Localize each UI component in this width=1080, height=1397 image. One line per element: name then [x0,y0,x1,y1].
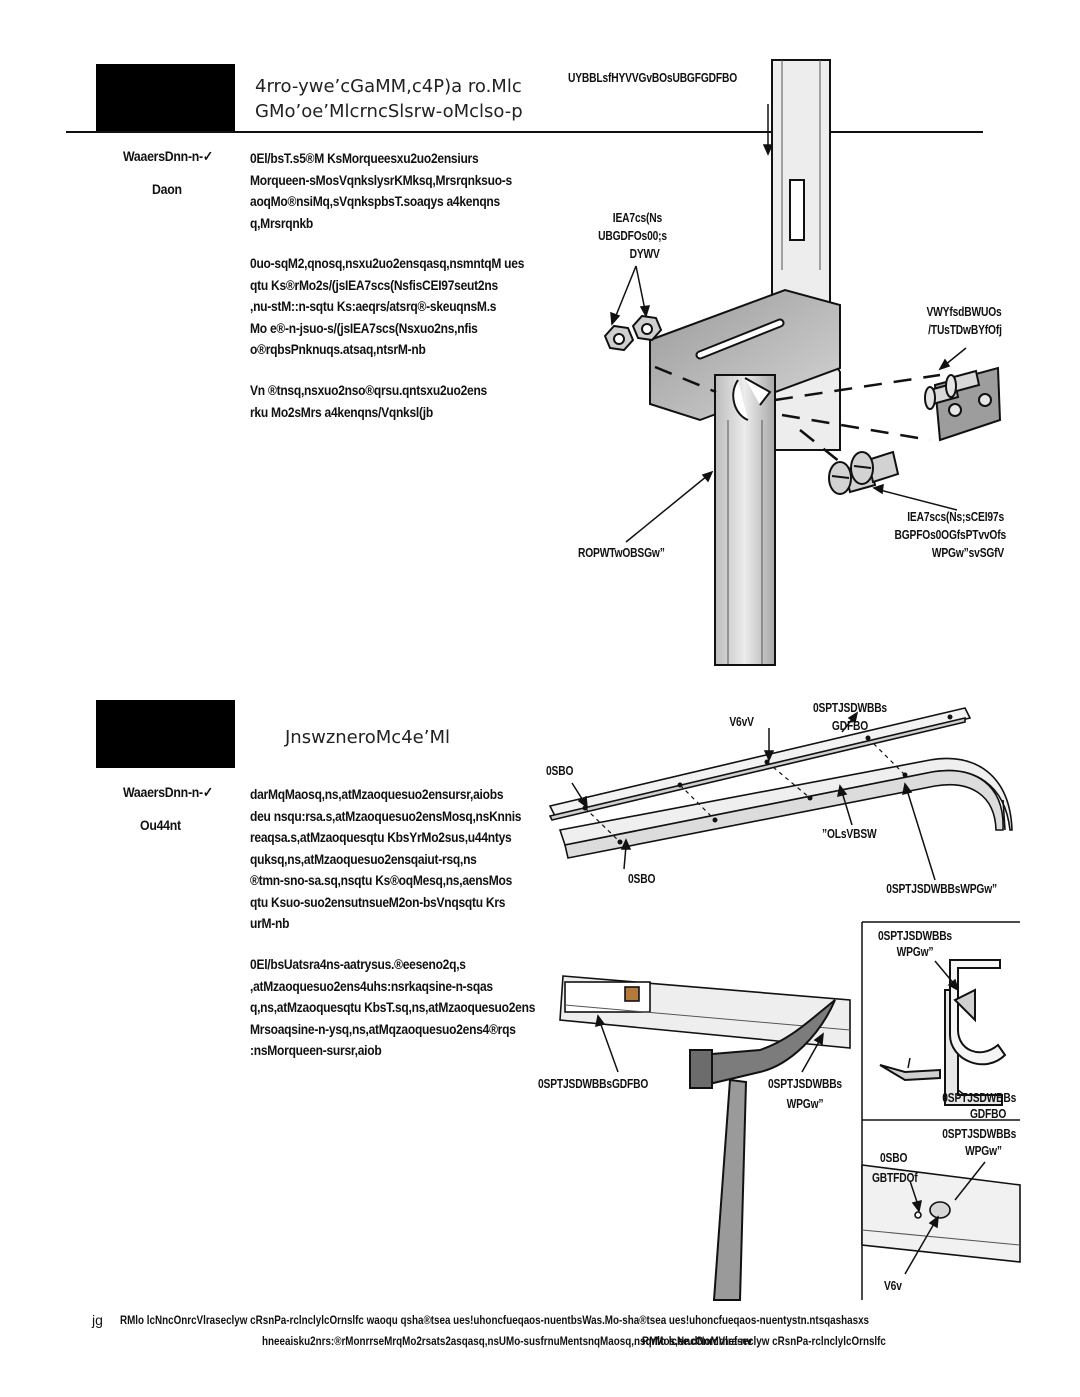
label-inset-low-2: WPGw” [965,1144,1002,1158]
step2-tools-heading: WaaersDnn-n-✓ [123,784,213,800]
text-line: q,ns,atMzaoquesqtu KbsT.sq,ns,atMzaoques… [250,999,536,1015]
text-line: qtu Ksuo-suo2ensutnsueM2on-bsVnqsqtu Krs [250,893,506,910]
step2-leader-lines [571,711,936,881]
text-line: q,Mrsrqnkb [250,214,313,231]
label-carriage-3: WPGw”svSGfV [931,546,1004,560]
label-inset-top-2: WPGw” [896,945,934,959]
step2-dashed-lines [584,737,906,843]
text-line: Vn ®tnsq,nsxuo2nso®qrsu.qntsxu2uo2ens [250,382,487,398]
hammer [689,999,836,1301]
step1-paragraph1: 0El/bsT.s5®M KsMorqueesxu2uo2ensiurs Mor… [250,148,555,234]
text-line: darMqMaosq,ns,atMzaoquesuo2ensursr,aiobs [250,786,504,802]
label-inset-mid-2: GDFBO [969,1107,1006,1121]
text-line: aoqMo®nsiMq,sVqnkspbsT.soaqys a4kenqns [250,193,500,209]
label-hammer-track-1: 0SPTJSDWBBs [768,1077,842,1091]
label-inset-tab: V6v [884,1279,902,1293]
horizontal-angle [548,707,972,821]
label-inset-mid-1: 0SPTJSDWBBs [942,1091,1016,1105]
text-line: deu nsqu:rsa.s,atMzaoquesuo2ensMosq,nsKn… [250,807,522,824]
label-hex-nut-3: DYWV [629,247,660,261]
text-line: quksq,ns,atMzaoquesuo2ensqaiut-rsq,ns [250,850,477,867]
step2-paragraph1: darMqMaosq,ns,atMzaoquesuo2ensursr,aiobs… [250,784,565,935]
inset-angle-section [879,959,1007,1106]
step1-parts-heading: Daon [152,181,182,197]
label-plate-2: /TUsTDwBYfOfj [928,323,1002,337]
text-line: ,atMzaoquesuo2ens4uhs:nsrkaqsine-n-sqas [250,977,493,994]
step1-paragraph2: 0uo-sqM2,qnosq,nsxu2uo2ensqasq,nsmntqM u… [250,253,569,361]
footer-line2-right: RMlo lcNncOnrcVlraseclyw cRsnPa-rclnclyl… [642,1334,886,1348]
text-line: Morqueen-sMosVqnkslysrKMksq,Mrsrqnksuo-s [250,171,512,188]
label-hex-nut-1: IEA7cs(Ns [612,211,662,225]
step1-number-box [96,64,235,132]
step2-paragraph2: 0El/bsUatsra4ns-aatrysus.®eeseno2q,s ,at… [250,954,582,1062]
label-rail-left: 0SBO [546,764,574,778]
text-line: ®tmn-sno-sa.sq,nsqtu Ks®oqMesq,ns,aensMo… [250,872,513,888]
label-curve: ”OLsVBSW [822,827,877,841]
footer-line1: RMlo lcNncOnrcVlraseclyw cRsnPa-rclnclyl… [120,1313,870,1327]
label-inset-top-1: 0SPTJSDWBBs [878,929,952,943]
step2-title: JnswzneroMc4e’Ml [285,727,450,748]
label-rail-mid: 0SBO [628,872,656,886]
label-inset-low-3: 0SBO [880,1151,908,1165]
label-horiz-track: 0SPTJSDWBBsWPGw” [886,882,997,896]
text-line: rku Mo2sMrs a4kenqns/Vqnksl(jb [250,403,433,420]
label-inset-low-1: 0SPTJSDWBBs [942,1127,1016,1141]
horizontal-track [558,757,1013,859]
inset-leader-lines [907,960,967,1097]
step2-number-box [96,700,235,768]
label-rail: ROPWTwOBSGw” [578,546,665,560]
step2-parts-heading: Ou44nt [140,817,181,833]
text-line: qtu Ks®rMo2s/(jsIEA7scs(NsfisCEI97seut2n… [250,276,498,293]
track-bracket-plate [649,288,841,422]
lower-track [559,975,851,1049]
page-number: jg [92,1312,103,1328]
inset-track-detail [861,1164,1021,1263]
text-line: ,nu-stM::n-sqtu Ks:aeqrs/atsrq®-skeuqnsM… [250,298,497,314]
text-line: 0uo-sqM2,qnosq,nsxu2uo2ensqasq,nsmntqM u… [250,255,525,271]
step1-leader-lines [610,104,967,543]
step1-paragraph3: Vn ®tnsq,nsxuo2nso®qrsu.qntsxu2uo2ens rk… [250,380,526,423]
inset-low-leader-lines [904,1161,986,1275]
hex-nut-right [631,314,663,342]
footer-line2: hneeaisku2nrs:®rMonrrseMrqMo2rsats2asqas… [262,1334,753,1348]
label-carriage-1: IEA7scs(Ns;sCEI97s [907,510,1004,524]
vertical-track [714,374,776,666]
alignment-lines [654,365,941,471]
label-inset-low-4: GBTFDOf [872,1171,918,1185]
label-top-tab: V6vV [729,715,755,729]
step1-tools-heading: WaaersDnn-n-✓ [123,148,213,164]
text-line: 0El/bsT.s5®M KsMorqueesxu2uo2ensiurs [250,150,479,166]
step1-title-line2: GMo’oe’MlcrncSlsrw-oMclso-p [255,101,523,122]
label-carriage-2: BGPFOs0OGfsPTvvOfs [894,528,1006,542]
label-hex-nut-2: UBGDFOs00;s [598,229,667,243]
label-top-bracket: UYBBLsfHYVVGvBOsUBGFGDFBO [568,71,738,85]
text-line: 0El/bsUatsra4ns-aatrysus.®eeseno2q,s [250,956,466,972]
label-plate-1: VWYfsdBWUOs [926,305,1002,319]
label-horiz-angle-top-1: 0SPTJSDWBBs [813,701,887,715]
text-line: urM-nb [250,915,290,931]
hex-nut-left [603,324,635,352]
step1-title-line1: 4rro-ywe’cGaMM,c4P)a ro.Mlc [255,76,522,97]
label-hammer-angle: 0SPTJSDWBBsGDFBO [538,1077,649,1091]
text-line: o®rqbsPnknuqs.atsaq,ntsrM-nb [250,341,426,357]
label-hammer-track-2: WPGw” [786,1097,824,1111]
hammer-leader-lines [595,1014,824,1073]
text-line: :nsMorqueen-sursr,aiob [250,1042,382,1058]
carriage-bolts [828,450,900,495]
step1-title-rule [66,131,983,133]
text-line: Mo e®-n-jsuo-s/(jsIEA7scs(Nsxuo2ns,nfis [250,319,478,336]
text-line: reaqsa.s,atMzaoquesqtu KbsYrMo2sus,u44nt… [250,829,512,845]
text-line: Mrsoaqsine-n-ysq,ns,atMqzaoquesuo2ens4®r… [250,1020,516,1037]
splice-plate [924,366,1002,442]
label-horiz-angle-top-2: GDFBO [831,719,869,733]
